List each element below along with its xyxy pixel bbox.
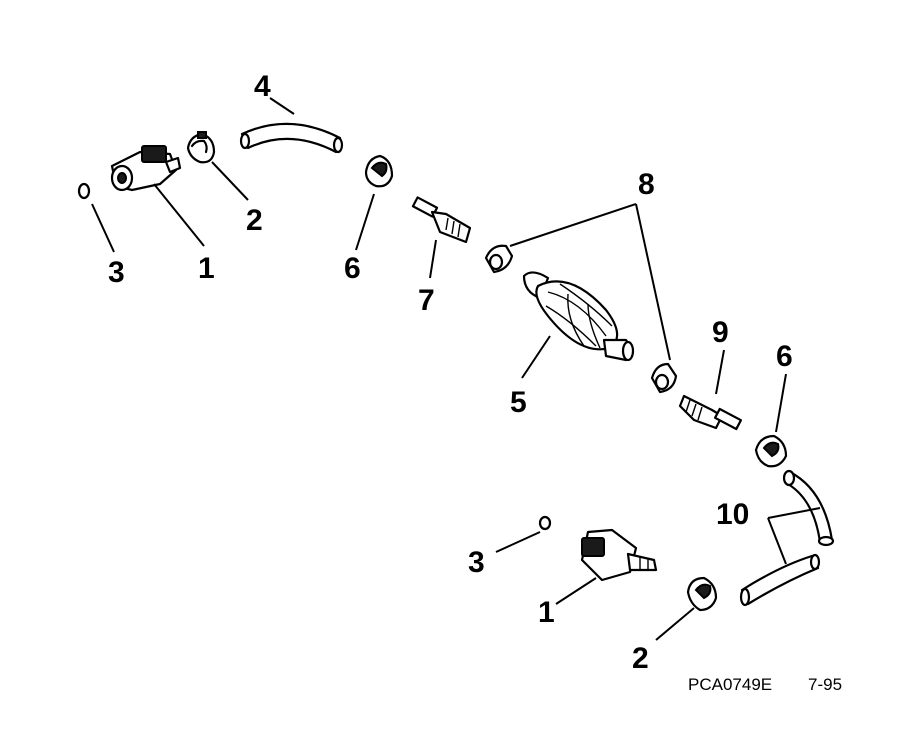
callout-10: 10 xyxy=(716,498,749,531)
clip-right xyxy=(650,362,678,394)
hose-fitting-left xyxy=(411,196,472,244)
callout-2-upper: 2 xyxy=(246,204,263,237)
hose-lower-upper-segment xyxy=(782,469,835,547)
primer-bulb xyxy=(522,271,635,362)
callout-3-upper: 3 xyxy=(108,256,125,289)
callout-5: 5 xyxy=(510,386,527,419)
callout-6-upper: 6 xyxy=(344,252,361,285)
clamp-upper-right xyxy=(364,154,394,188)
clip-left xyxy=(484,244,514,274)
o-ring-lower xyxy=(538,515,552,531)
leader-lines xyxy=(91,97,821,641)
hose-lower-lower-segment xyxy=(739,553,821,607)
callout-1-lower: 1 xyxy=(538,596,555,629)
clamp-upper-left xyxy=(186,131,216,164)
callout-1-upper: 1 xyxy=(198,252,215,285)
part-code: PCA0749E xyxy=(688,675,772,694)
callout-3-lower: 3 xyxy=(468,546,485,579)
callout-8: 8 xyxy=(638,168,655,201)
callout-2-lower: 2 xyxy=(632,642,649,675)
clamp-lower-left xyxy=(686,576,718,612)
callout-4: 4 xyxy=(254,70,271,103)
clamp-lower-right xyxy=(754,434,788,468)
connector-upper xyxy=(110,145,182,192)
o-ring-upper xyxy=(77,182,91,200)
hose-fitting-right xyxy=(678,394,743,431)
hose-upper xyxy=(239,122,344,154)
date-code: 7-95 xyxy=(808,675,842,694)
connector-lower xyxy=(580,528,658,582)
callout-6-lower: 6 xyxy=(776,340,793,373)
callout-7: 7 xyxy=(418,284,435,317)
callout-9: 9 xyxy=(712,316,729,349)
